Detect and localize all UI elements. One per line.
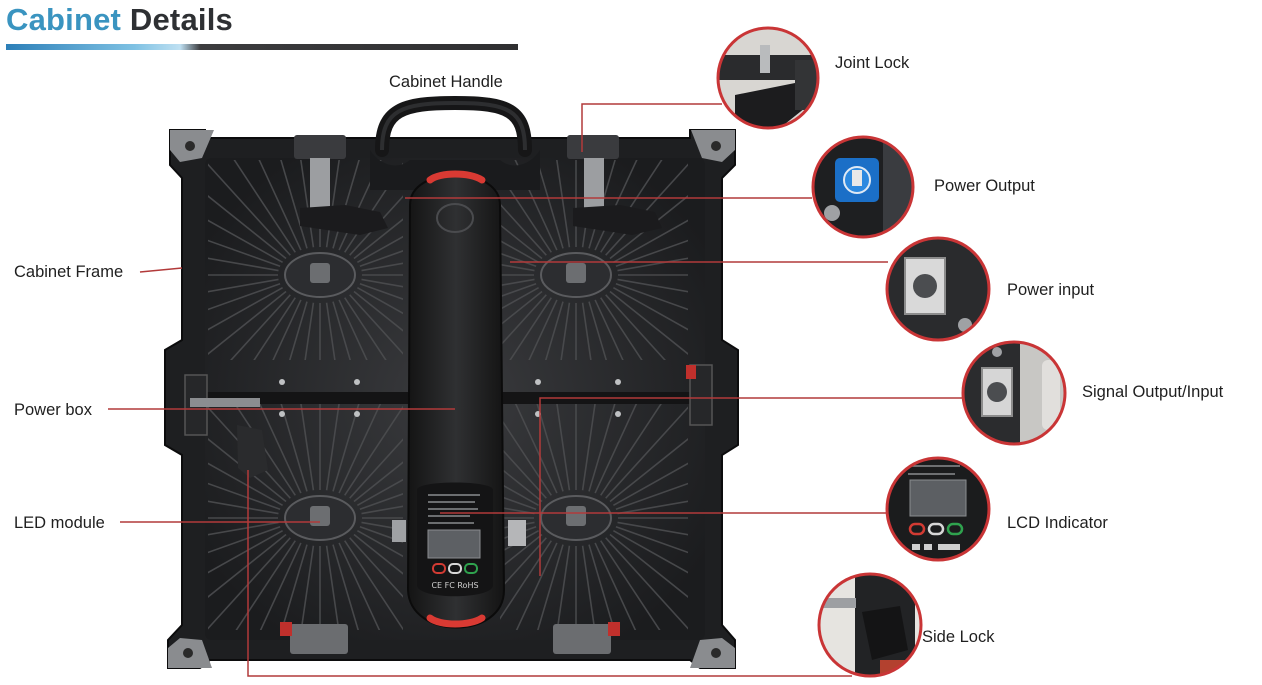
title-accent: Cabinet [6, 2, 122, 37]
title-main: Details [129, 2, 233, 37]
detail-side-lock [817, 572, 923, 678]
label-cabinet-frame: Cabinet Frame [14, 263, 124, 281]
label-led-module: LED module [14, 514, 105, 532]
cabinet-photo: CE FC RoHS [164, 95, 739, 669]
callout-lines [108, 103, 963, 677]
label-cabinet-handle: Cabinet Handle [389, 73, 503, 91]
title-underline [6, 44, 518, 50]
label-power-box: Power box [14, 401, 92, 419]
detail-power-input [885, 236, 991, 342]
callout-signal-io [539, 397, 963, 576]
label-signal-io: Signal Output/Input [1082, 383, 1224, 401]
page-title: Cabinet Details [6, 0, 233, 40]
label-joint-lock: Joint Lock [835, 54, 910, 72]
power-box: CE FC RoHS [406, 170, 506, 629]
callout-joint-lock [581, 103, 722, 152]
label-lcd-indicator: LCD Indicator [1007, 514, 1108, 532]
detail-power-output [811, 135, 915, 239]
detail-joint-lock [716, 26, 820, 130]
label-power-output: Power Output [934, 177, 1035, 195]
detail-lcd-indicator [885, 456, 991, 562]
detail-signal-io [961, 340, 1067, 446]
label-side-lock: Side Lock [922, 628, 995, 646]
callout-cabinet-frame [139, 267, 183, 273]
callout-side-lock [247, 470, 852, 677]
label-power-input: Power input [1007, 281, 1095, 299]
power-box-cert-marks: CE FC RoHS [431, 581, 478, 590]
